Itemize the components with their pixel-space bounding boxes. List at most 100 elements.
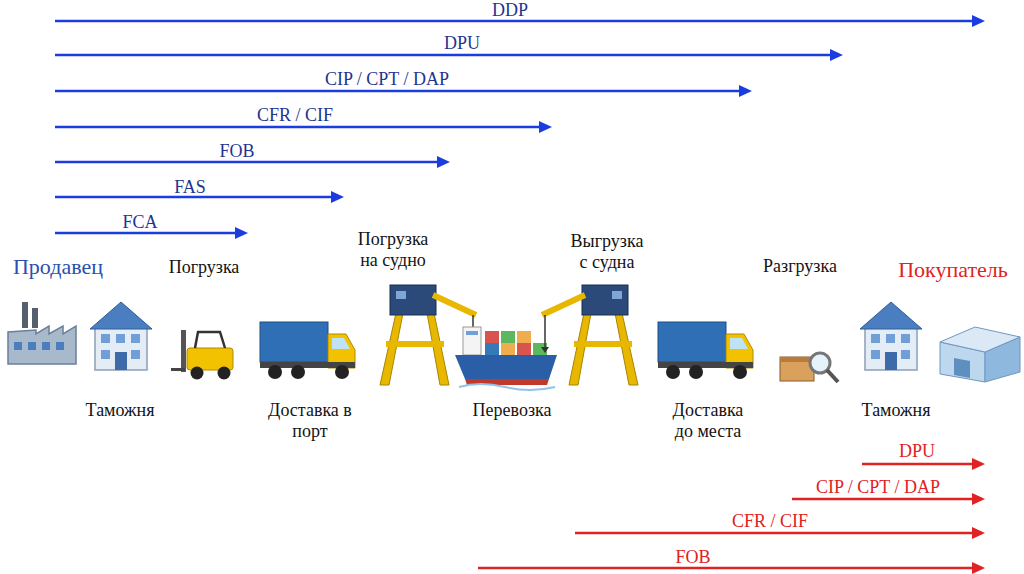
term-label: CIP / CPT / DAP — [277, 69, 497, 90]
stage-label: Погрузка — [134, 257, 274, 278]
truck-icon-part — [730, 338, 748, 349]
arrow-head — [972, 458, 985, 470]
crane-icon — [541, 285, 638, 385]
warehouse-icon — [940, 327, 1020, 382]
truck-icon-part — [268, 365, 282, 379]
ship-icon-part — [501, 343, 515, 355]
arrow-head — [972, 562, 985, 574]
arrow-shaft — [575, 532, 975, 535]
arrow-head — [539, 121, 552, 133]
term-label: DDP — [410, 0, 610, 21]
crane-icon-part — [427, 313, 449, 385]
customs-building-icon — [860, 302, 922, 370]
party-label: Покупатель — [878, 257, 1024, 282]
arrow-head — [972, 493, 985, 505]
factory-icon-part — [28, 342, 36, 350]
customs-building-icon-part — [901, 350, 910, 359]
warehouse-icon-part — [940, 327, 1020, 352]
customs-building-icon-part — [885, 352, 897, 370]
factory-icon-part — [8, 326, 76, 364]
truck-icon-part — [658, 322, 726, 362]
stage-label: Разгрузка — [730, 256, 870, 277]
arrow-shaft — [55, 126, 542, 129]
forklift-icon-part — [191, 367, 204, 380]
crane-icon-part — [396, 291, 406, 299]
customs-building-icon-part — [871, 350, 880, 359]
inspection-icon — [780, 353, 838, 382]
customs-building-icon-part — [131, 334, 140, 343]
ship-icon-part — [485, 343, 499, 355]
customs-building-icon-part — [865, 326, 917, 370]
arrow-shaft — [478, 567, 975, 570]
customs-building-icon-part — [886, 334, 895, 343]
crane-icon-part — [541, 347, 549, 353]
party-label: Продавец — [0, 254, 128, 279]
truck-icon-part — [260, 322, 328, 362]
arrow-shaft — [792, 498, 975, 501]
crane-icon-part — [386, 341, 444, 347]
customs-building-icon-part — [860, 302, 922, 329]
term-label: FOB — [593, 547, 793, 568]
truck-icon-part — [666, 365, 680, 379]
customs-building-icon-part — [115, 352, 127, 370]
truck-icon-part — [335, 365, 349, 379]
arrow-shaft — [55, 54, 833, 57]
forklift-icon-part — [187, 348, 233, 370]
arrow-head — [331, 191, 344, 203]
customs-building-icon-part — [101, 350, 110, 359]
customs-building-icon — [90, 302, 152, 370]
factory-icon-part — [42, 342, 50, 350]
crane-icon-part — [582, 285, 628, 315]
crane-icon-part — [433, 295, 476, 315]
term-label: CFR / CIF — [670, 511, 870, 532]
customs-building-icon-part — [101, 334, 110, 343]
arrow-shaft — [55, 232, 238, 235]
truck-icon-part — [291, 365, 305, 379]
ship-icon-part — [517, 343, 531, 355]
arrow-head — [437, 156, 450, 168]
crane-icon-part — [542, 295, 585, 315]
arrow-shaft — [55, 161, 440, 164]
truck-icon-part — [733, 365, 747, 379]
ship-icon-part — [517, 331, 531, 343]
stage-label: Таможня — [826, 400, 966, 421]
ship-icon-part — [463, 327, 481, 355]
arrow-head — [972, 527, 985, 539]
term-label: DPU — [362, 33, 562, 54]
stage-label: Доставка в порт — [268, 400, 352, 441]
stage-label: Перевозка — [442, 400, 582, 421]
crane-icon-part — [544, 315, 546, 347]
customs-building-icon-part — [116, 334, 125, 343]
forklift-icon — [171, 330, 233, 380]
term-label: FCA — [40, 212, 240, 233]
arrow-head — [739, 85, 752, 97]
term-label: FOB — [137, 141, 337, 162]
stage-label: Выгрузка с судна — [565, 231, 649, 272]
stage-label: Таможня — [50, 400, 190, 421]
ship-icon-part — [485, 331, 499, 343]
crane-icon-part — [380, 313, 403, 385]
ship-icon — [455, 327, 557, 390]
crane-icon-part — [615, 313, 638, 385]
arrow-shaft — [862, 463, 975, 466]
forklift-icon-part — [218, 367, 231, 380]
term-label: DPU — [857, 441, 977, 462]
customs-building-icon-part — [901, 334, 910, 343]
customs-building-icon-part — [871, 334, 880, 343]
factory-icon-part — [56, 342, 64, 350]
stage-label: Доставка до места — [665, 400, 751, 441]
truck-icon-part — [689, 365, 703, 379]
stage-label: Погрузка на судно — [350, 229, 436, 270]
crane-icon-part — [612, 291, 622, 299]
ship-icon-part — [455, 355, 557, 379]
forklift-icon-part — [195, 332, 225, 348]
ship-icon-part — [466, 331, 478, 335]
ship-icon-part — [501, 331, 515, 343]
crane-icon-part — [569, 313, 591, 385]
arrow-head — [830, 49, 843, 61]
arrow-head — [972, 15, 985, 27]
ship-icon-part — [459, 384, 555, 390]
factory-icon — [8, 302, 76, 364]
